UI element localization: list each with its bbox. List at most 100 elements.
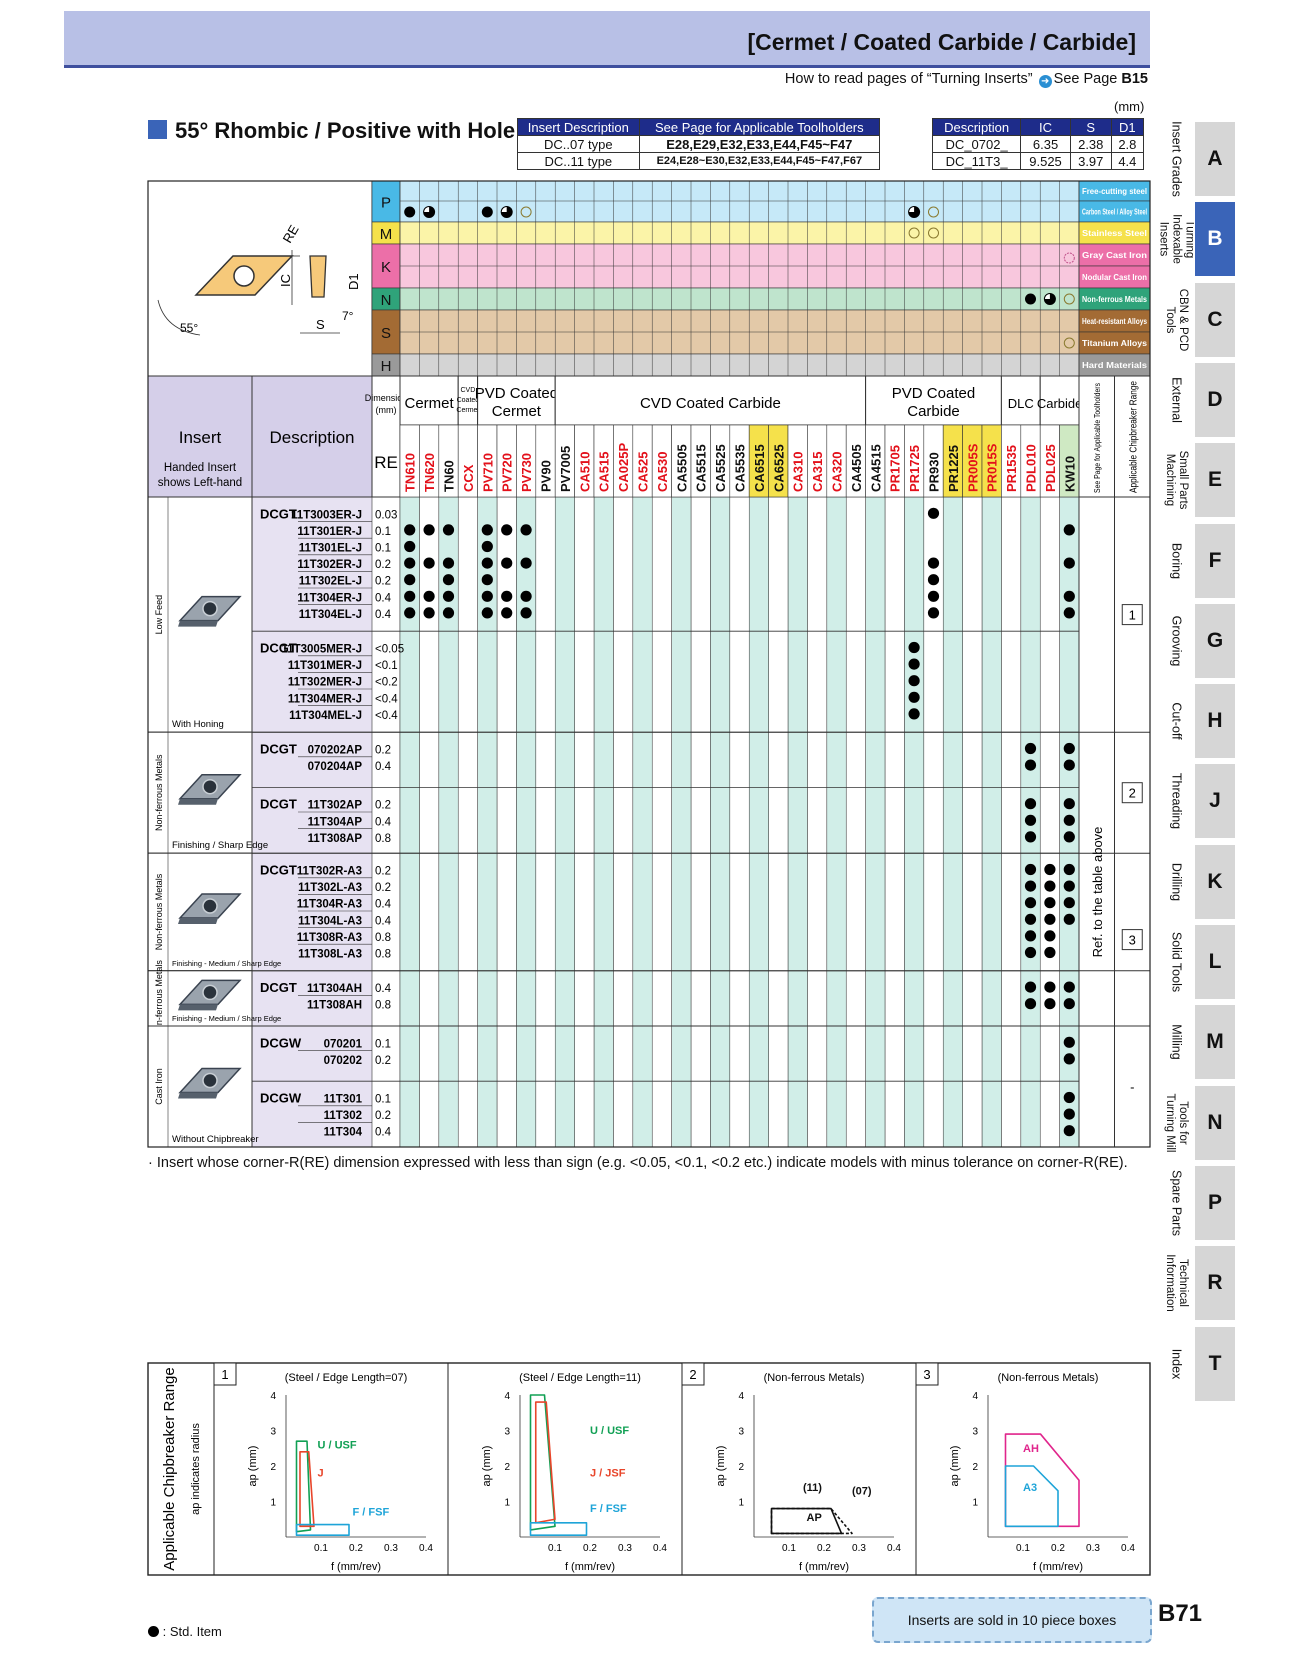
std-item-dot (501, 590, 513, 602)
ref-table-text: Ref. to the table above (1090, 827, 1105, 958)
sidebar-tab-c[interactable]: C (1194, 282, 1235, 357)
sidebar-tab-b[interactable]: B (1194, 202, 1235, 277)
how-to-read-link[interactable]: How to read pages of “Turning Inserts” ➜… (785, 71, 1148, 88)
sidebar-tab-n[interactable]: N (1194, 1085, 1235, 1160)
y-tick: 4 (504, 1391, 510, 1402)
sidebar-tab-m[interactable]: M (1194, 1005, 1235, 1080)
sidebar-tab-j[interactable]: J (1194, 764, 1235, 839)
page-title: [Cermet / Coated Carbide / Carbide] (747, 29, 1136, 55)
sidebar-label-h[interactable]: Cut-off (1158, 684, 1194, 758)
description-bg (252, 497, 372, 1147)
sidebar-tab-g[interactable]: G (1194, 603, 1235, 678)
std-item-dot (1063, 590, 1075, 602)
std-item-dot (481, 590, 493, 602)
sidebar-tab-a[interactable]: A (1194, 122, 1235, 196)
sidebar-tab-h[interactable]: H (1194, 684, 1235, 759)
sidebar-label-g[interactable]: Grooving (1158, 604, 1194, 678)
grade-name: CA5525 (713, 444, 728, 492)
grade-column-bg (768, 496, 789, 1148)
range-number: 3 (1129, 933, 1136, 948)
x-tick: 0.4 (887, 1543, 901, 1554)
grade-group-label: CVD (461, 387, 476, 394)
x-label: f (mm/rev) (331, 1561, 381, 1573)
sidebar-label-r[interactable]: Technical Information (1158, 1246, 1194, 1320)
see-page-text: See Page (1053, 71, 1118, 87)
sidebar-tab-p[interactable]: P (1194, 1165, 1235, 1240)
std-item-dot (927, 607, 940, 619)
std-item-dot (1024, 880, 1037, 892)
re-value: 0.2 (375, 1110, 391, 1122)
y-label: ap (mm) (247, 1446, 259, 1487)
re-value: 0.4 (375, 1127, 392, 1139)
grade-name: CA525 (636, 452, 651, 492)
sidebar-label-c[interactable]: CBN & PCD Tools (1158, 283, 1194, 357)
sidebar-tab-d[interactable]: D (1194, 362, 1235, 437)
sidebar-label-p[interactable]: Spare Parts (1158, 1166, 1194, 1240)
grade-column-bg (690, 496, 711, 1148)
dim-th: D1 (1110, 118, 1145, 136)
sidebar-tab-l[interactable]: L (1194, 925, 1235, 999)
sidebar-tab-f[interactable]: F (1194, 523, 1235, 598)
std-item-dot (1063, 524, 1075, 536)
sidebar-label-a[interactable]: Insert Grades (1158, 121, 1194, 197)
std-item-dot (404, 557, 416, 569)
angle-arc (157, 299, 201, 336)
grade-group-cell (399, 375, 459, 426)
range-label: AH (1023, 1443, 1039, 1455)
std-item-dot (1044, 897, 1056, 909)
grade-column-bg (535, 496, 556, 1148)
sidebar-label-t[interactable]: Index (1158, 1327, 1194, 1401)
std-item-dot (1044, 863, 1056, 876)
material-S-letter: S (381, 325, 391, 342)
grade-group-label: DLC (1008, 396, 1034, 411)
th-row-pages: E24,E28~E30,E32,E33,E44,F45~F47,F67 (638, 152, 881, 170)
x-tick: 0.4 (1121, 1543, 1135, 1554)
sidebar-label-text: Drilling (1169, 862, 1184, 901)
y-tick: 2 (270, 1462, 276, 1473)
re-value: 0.2 (375, 882, 391, 894)
re-value: 0.2 (375, 576, 391, 588)
sidebar-label-d[interactable]: External (1158, 363, 1194, 437)
sidebar-tab-k[interactable]: K (1194, 844, 1235, 919)
category-label: Non-ferrous Metals (154, 754, 164, 831)
sidebar-label-m[interactable]: Milling (1158, 1005, 1194, 1079)
std-item-dot (1063, 981, 1075, 993)
grade-column-bg (962, 496, 983, 1148)
y-label: ap (mm) (481, 1446, 493, 1487)
category-label: Non-ferrous Metals (154, 960, 164, 1037)
desc-code: 11T304AP (308, 816, 363, 828)
insert-caption: Finishing - Medium / Sharp Edge (172, 1014, 281, 1023)
unit-label: (mm) (1114, 99, 1145, 114)
sidebar-label-b[interactable]: Turning Indexable Inserts (1158, 202, 1196, 276)
std-item-dot (1044, 913, 1056, 925)
insert-photo-edge (178, 1004, 218, 1011)
sidebar-tab-e[interactable]: E (1194, 443, 1235, 518)
sidebar-label-f[interactable]: Boring (1158, 524, 1194, 598)
sidebar-label-e[interactable]: Small Parts Machining (1158, 443, 1194, 517)
std-item-dot (1063, 814, 1075, 826)
grade-name: CA5535 (733, 444, 748, 492)
description-header-cell (251, 375, 373, 498)
suitability-full-icon (404, 206, 416, 218)
grade-column-bg (787, 496, 808, 1148)
panel-title: (Non-ferrous Metals) (764, 1372, 865, 1384)
std-item-dot (1063, 913, 1075, 925)
th-insert-desc: Insert Description (517, 118, 640, 136)
std-item-dot (908, 691, 920, 703)
sidebar-tab-t[interactable]: T (1194, 1326, 1235, 1401)
grade-column-bg (574, 496, 595, 1148)
handed-note-1: Handed Insert (164, 462, 237, 474)
suitability-ring-icon (928, 227, 939, 239)
desc-code: 11T304MER-J (288, 693, 362, 705)
sidebar-label-n[interactable]: Tools for Turning Mill (1158, 1086, 1194, 1160)
grade-name: PR930 (927, 452, 942, 492)
sidebar-tab-r[interactable]: R (1194, 1246, 1235, 1321)
re-value: 0.8 (375, 932, 391, 944)
sidebar-label-l[interactable]: Solid Tools (1158, 925, 1194, 999)
sidebar-label-k[interactable]: Drilling (1158, 845, 1194, 919)
sidebar-label-j[interactable]: Threading (1158, 764, 1194, 838)
range-label: A3 (1023, 1482, 1037, 1494)
suitability-half-fill (908, 206, 920, 218)
section-title-text: 55° Rhombic / Positive with Hole (175, 118, 516, 143)
re-value: 0.2 (375, 1055, 391, 1067)
